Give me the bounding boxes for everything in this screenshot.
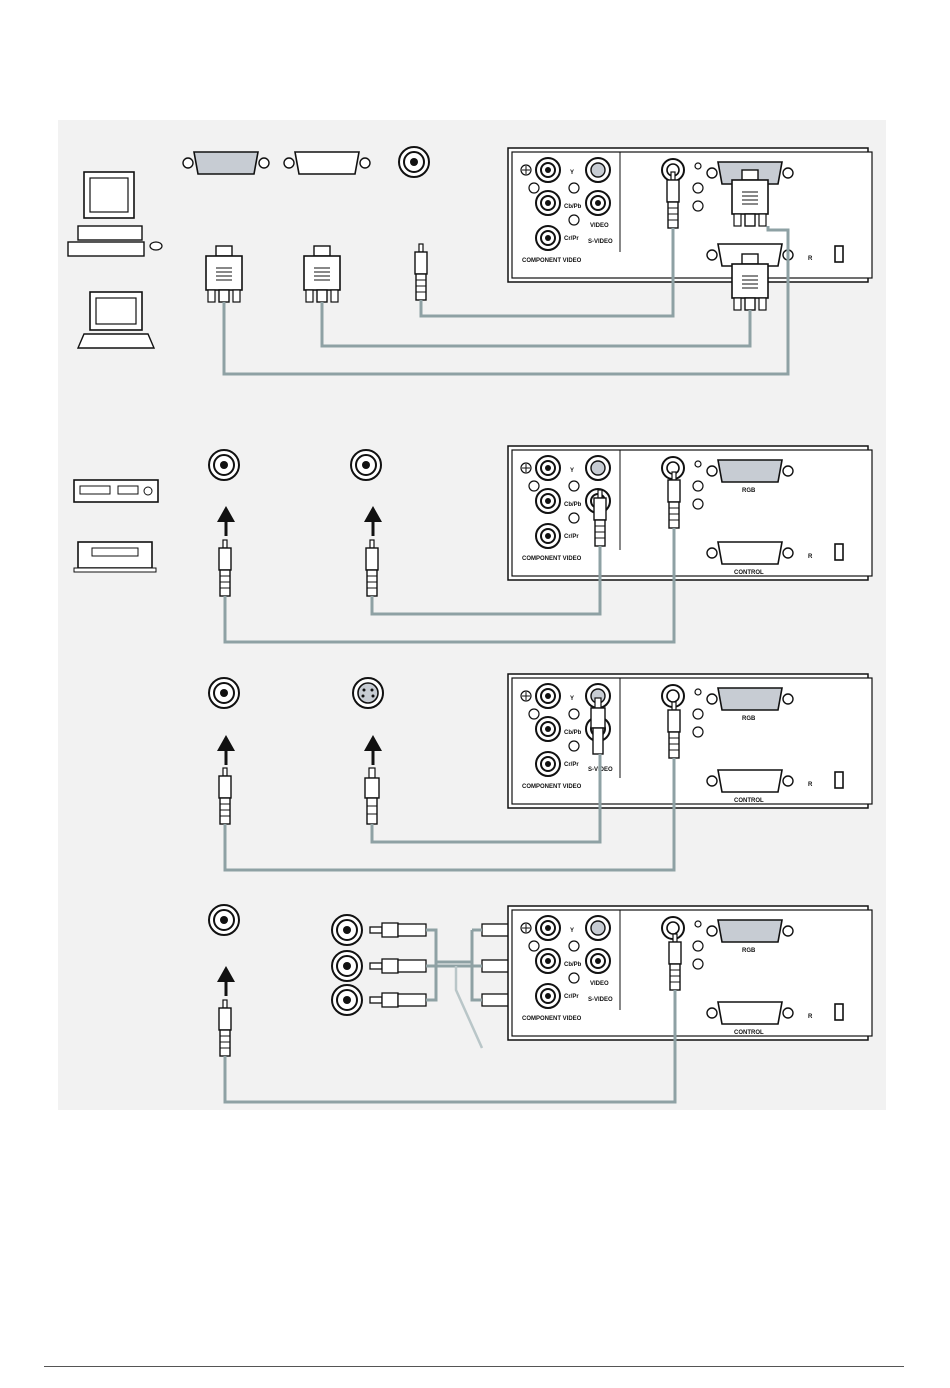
label-component-video: COMPONENT VIDEO: [522, 556, 582, 562]
label-rgb: RGB: [742, 716, 756, 722]
label-component-video: COMPONENT VIDEO: [522, 258, 582, 264]
footer-rule: [44, 1366, 904, 1367]
label-cr-pr: Cr/Pr: [564, 534, 579, 540]
label-registered: R: [808, 782, 813, 788]
projector-panel-3: Y Cb/Pb Cr/Pr S-VIDEO COMPONENT VIDEO RG…: [508, 674, 872, 808]
audio-jack-icon: [399, 147, 429, 177]
audio-cable-plug: [415, 244, 427, 300]
label-cr-pr: Cr/Pr: [564, 236, 579, 242]
label-cb-pb: Cb/Pb: [564, 730, 582, 736]
audio-jack-icon: [209, 678, 239, 708]
audio-plug-inserted: [669, 934, 681, 990]
label-video: VIDEO: [590, 981, 609, 987]
label-cr-pr: Cr/Pr: [564, 762, 579, 768]
label-y: Y: [570, 170, 574, 176]
label-component-video: COMPONENT VIDEO: [522, 1016, 582, 1022]
laptop-computer-icon: [78, 292, 154, 348]
projector-panel-4: Y Cb/Pb Cr/Pr VIDEO S-VIDEO COMPONENT VI…: [508, 906, 872, 1040]
video-jack-icon: [351, 450, 381, 480]
s-video-jack-icon: [353, 678, 383, 708]
projector-panel-2: Y Cb/Pb Cr/Pr COMPONENT VIDEO RGB CONTRO…: [508, 446, 872, 580]
label-registered: R: [808, 256, 813, 262]
label-s-video: S-VIDEO: [588, 997, 613, 1003]
projector-panel-1: Y Cb/Pb Cr/Pr VIDEO S-VIDEO COMPONENT VI…: [508, 148, 872, 282]
audio-cable-plug: [219, 768, 231, 824]
vcr-icon: [74, 480, 158, 502]
audio-plug-inserted: [667, 172, 679, 228]
video-cable-plug: [366, 540, 378, 596]
dvd-player-icon: [74, 542, 156, 572]
label-cb-pb: Cb/Pb: [564, 204, 582, 210]
audio-jack-icon: [209, 450, 239, 480]
label-y: Y: [570, 928, 574, 934]
audio-plug-inserted: [668, 702, 680, 758]
label-cb-pb: Cb/Pb: [564, 962, 582, 968]
label-registered: R: [808, 1014, 813, 1020]
label-control: CONTROL: [734, 1030, 764, 1036]
label-component-video: COMPONENT VIDEO: [522, 784, 582, 790]
component-jacks-device: [332, 915, 362, 1015]
audio-plug-inserted: [668, 472, 680, 528]
label-video: VIDEO: [590, 223, 609, 229]
audio-jack-icon: [209, 905, 239, 935]
label-rgb: RGB: [742, 488, 756, 494]
label-s-video: S-VIDEO: [588, 239, 613, 245]
label-registered: R: [808, 554, 813, 560]
label-control: CONTROL: [734, 570, 764, 576]
audio-cable-plug: [219, 540, 231, 596]
video-plug-inserted: [594, 490, 606, 546]
audio-cable-plug: [219, 1000, 231, 1056]
label-y: Y: [570, 696, 574, 702]
label-control: CONTROL: [734, 798, 764, 804]
label-rgb: RGB: [742, 948, 756, 954]
label-cb-pb: Cb/Pb: [564, 502, 582, 508]
label-y: Y: [570, 468, 574, 474]
label-cr-pr: Cr/Pr: [564, 994, 579, 1000]
